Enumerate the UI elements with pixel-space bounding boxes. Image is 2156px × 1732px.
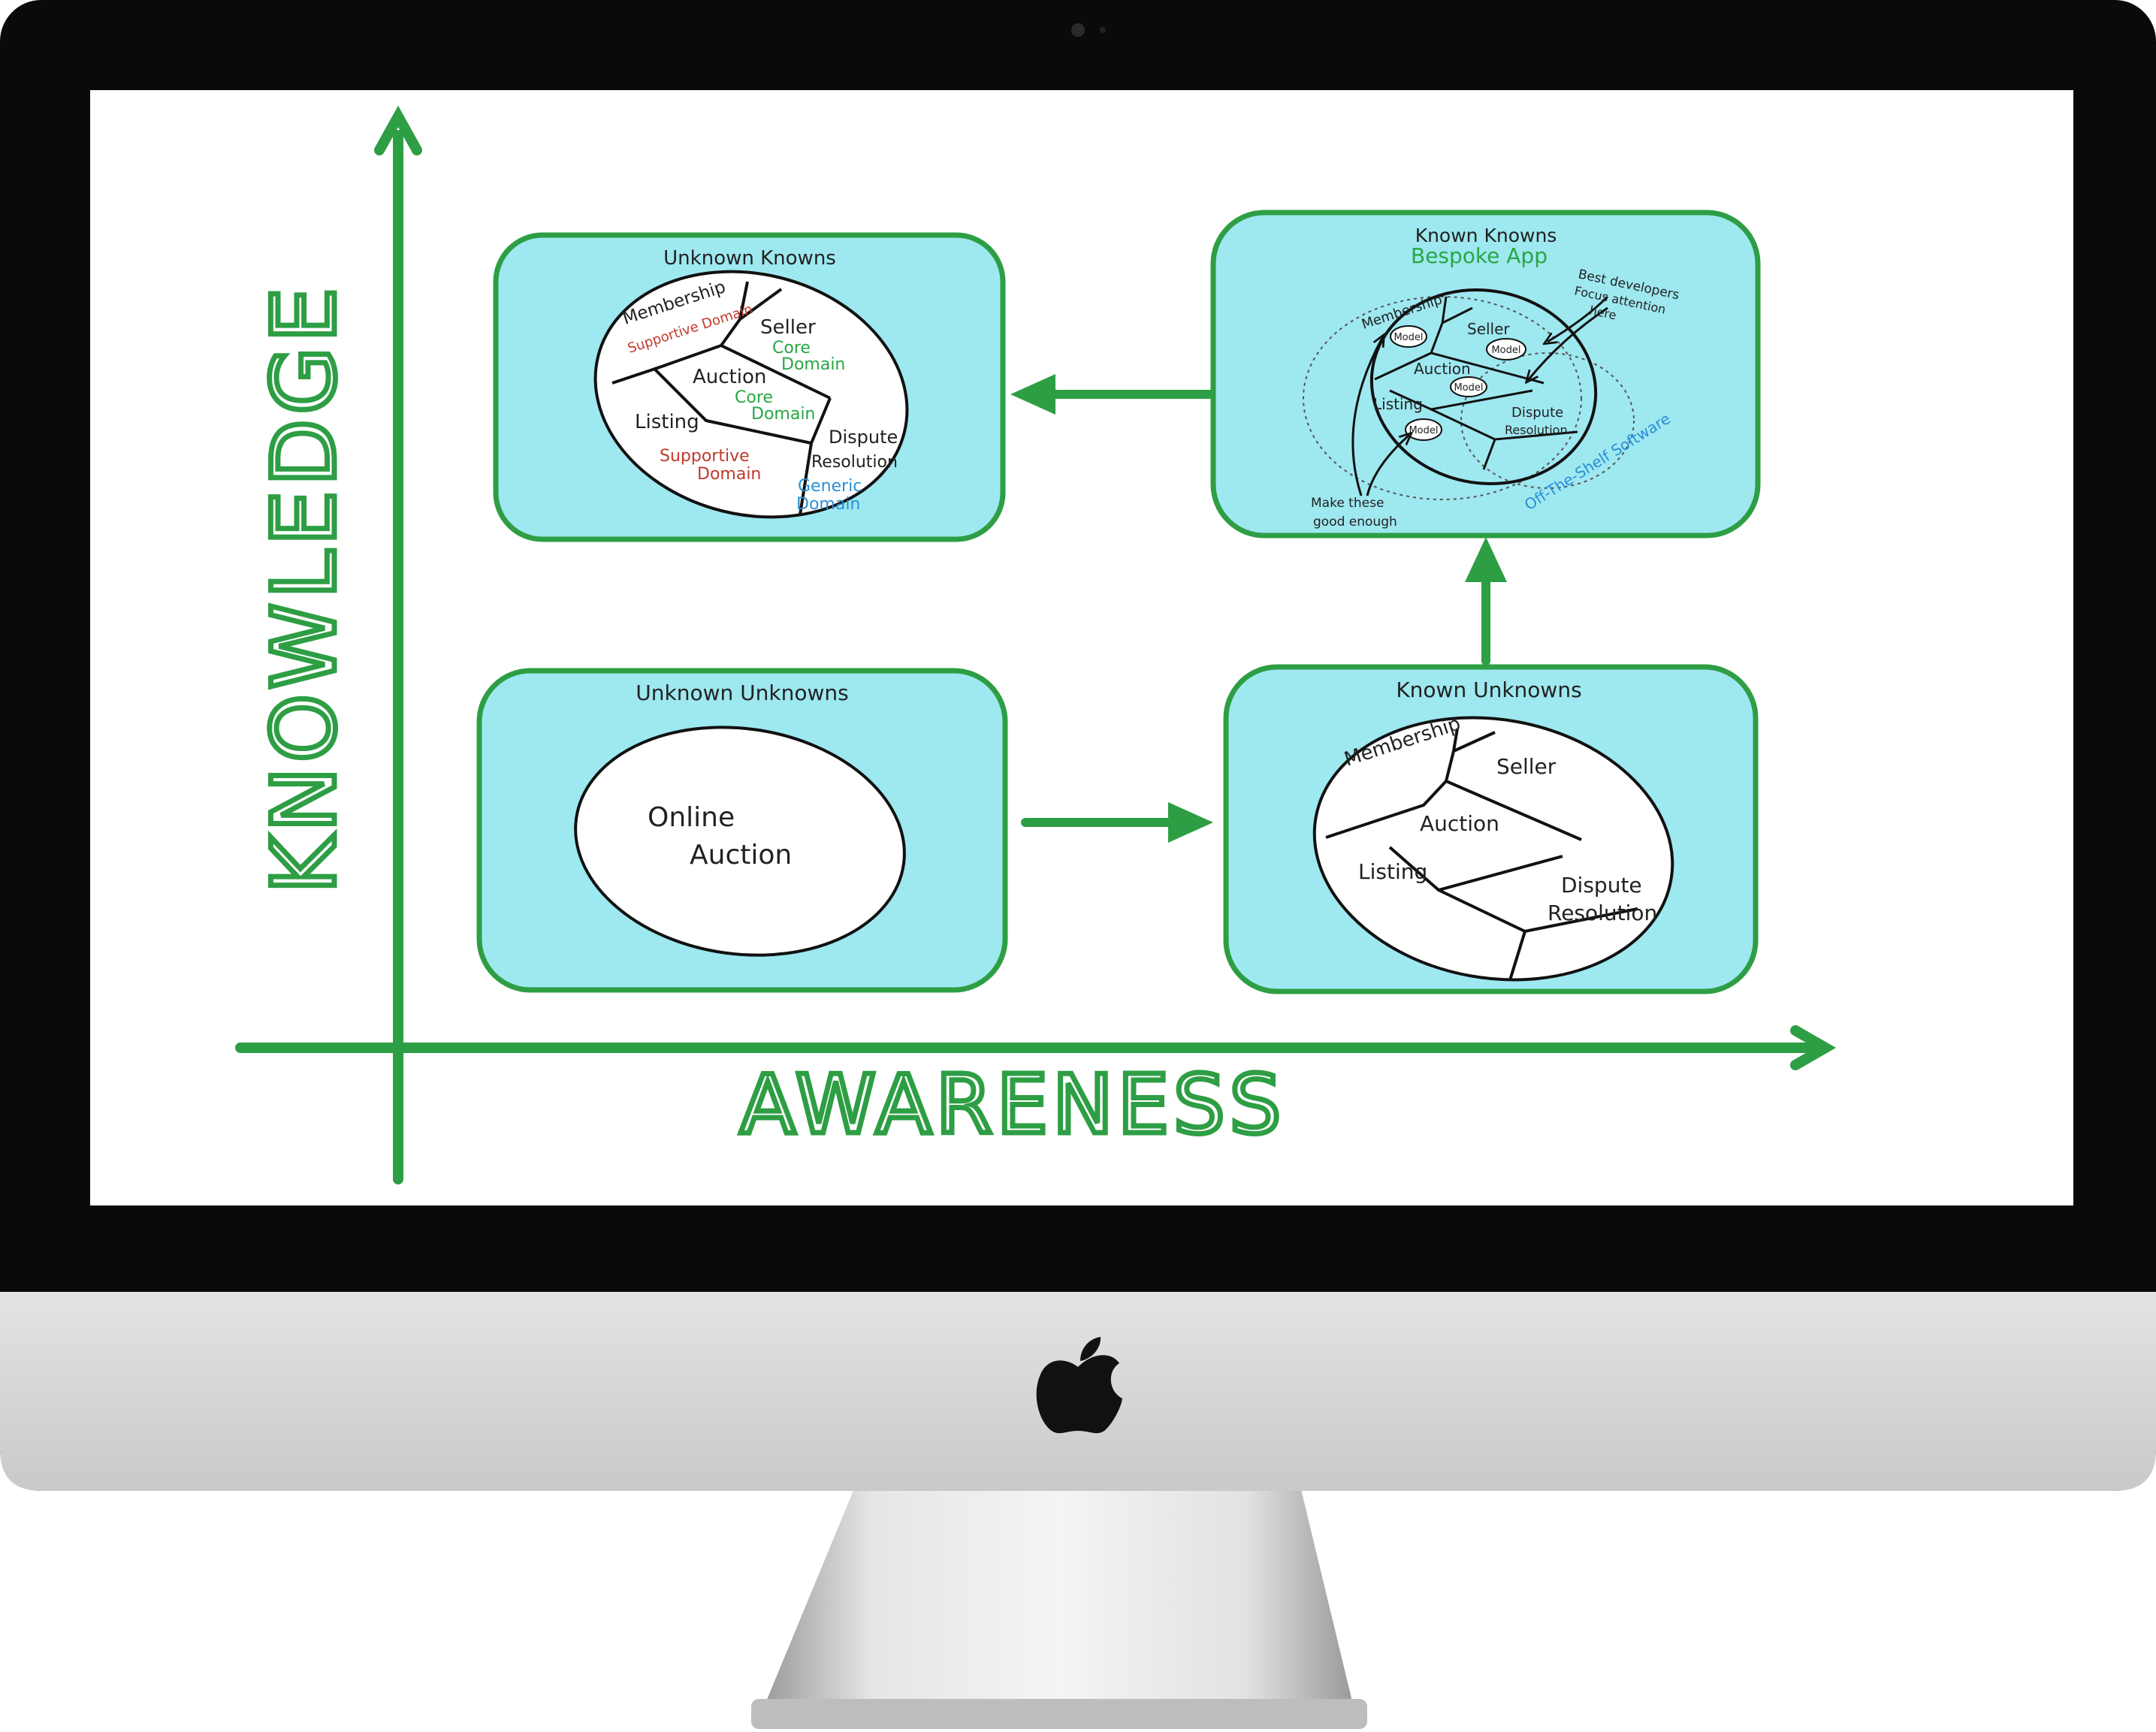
region-resolution: Resolution — [1548, 901, 1657, 925]
bespoke-boundary — [1303, 296, 1582, 500]
uk-region-dispute-domain-2: Domain — [796, 495, 860, 514]
screen — [90, 90, 2073, 1205]
region-listing: Listing — [1358, 859, 1427, 884]
quadrant-unknown-unknowns: Unknown Unknowns Online Auction — [476, 668, 1008, 993]
uk-region-listing-domain-1: Supportive — [660, 447, 750, 466]
region-seller: Seller — [1496, 754, 1557, 779]
uk-region-resolution: Resolution — [811, 453, 898, 472]
region-auction: Auction — [1420, 811, 1499, 836]
kk-region-seller: Seller — [1467, 320, 1510, 338]
egg-online-auction — [574, 726, 906, 957]
uk-region-auction: Auction — [693, 366, 766, 388]
model-label-1: Model — [1394, 332, 1423, 343]
uk-region-auction-domain-2: Domain — [751, 405, 815, 424]
y-axis-label: KNOWLEDGE — [254, 283, 355, 894]
monitor-stand — [751, 1483, 1367, 1729]
egg-label-line2: Auction — [690, 840, 792, 871]
known-knowns-title: Known Knowns — [1415, 225, 1557, 246]
uk-region-dispute-domain-1: Generic — [798, 477, 862, 496]
uk-region-listing: Listing — [635, 411, 699, 433]
uk-region-seller-domain-1: Core — [772, 339, 811, 358]
unknown-knowns-title: Unknown Knowns — [663, 247, 836, 270]
note-good-enough-1: Make these — [1311, 496, 1384, 511]
camera-icon — [1071, 23, 1085, 37]
uk-region-dispute: Dispute — [829, 427, 898, 448]
note-good-enough-2: good enough — [1313, 514, 1397, 530]
kk-region-listing: Listing — [1373, 395, 1423, 413]
model-label-4: Model — [1409, 425, 1438, 436]
axes — [235, 105, 1837, 1184]
quadrant-known-knowns: Known Knowns Bespoke App Membership Sell… — [1210, 210, 1761, 539]
kk-region-auction: Auction — [1414, 360, 1471, 378]
egg-domains — [1312, 716, 1674, 982]
off-the-shelf-boundary — [1460, 352, 1635, 489]
uk-region-listing-domain-2: Domain — [697, 465, 761, 484]
uk-region-seller: Seller — [760, 316, 816, 339]
bespoke-app-label: Bespoke App — [1411, 243, 1548, 268]
model-label-3: Model — [1454, 382, 1483, 394]
x-axis-label: AWARENESS — [740, 1058, 1285, 1152]
known-unknowns-title: Known Unknowns — [1396, 677, 1581, 702]
quadrant-known-unknowns: Known Unknowns Membership Seller Auction… — [1223, 664, 1759, 994]
kk-region-resolution: Resolution — [1505, 423, 1568, 437]
uk-region-auction-domain-1: Core — [735, 388, 773, 407]
uk-region-seller-domain-2: Domain — [781, 355, 845, 374]
flow-arrows — [1010, 374, 1507, 843]
kk-region-dispute: Dispute — [1511, 405, 1563, 421]
egg-known-knowns — [1369, 288, 1598, 486]
unknown-unknowns-title: Unknown Unknowns — [636, 680, 848, 705]
egg-label-line1: Online — [648, 802, 735, 833]
quadrant-unknown-knowns: Unknown Knowns Membership Supportive Dom… — [493, 232, 1006, 542]
model-label-2: Model — [1491, 345, 1520, 356]
apple-logo-icon — [1036, 1337, 1122, 1434]
region-dispute: Dispute — [1561, 873, 1642, 898]
egg-domains-classified — [593, 270, 909, 519]
